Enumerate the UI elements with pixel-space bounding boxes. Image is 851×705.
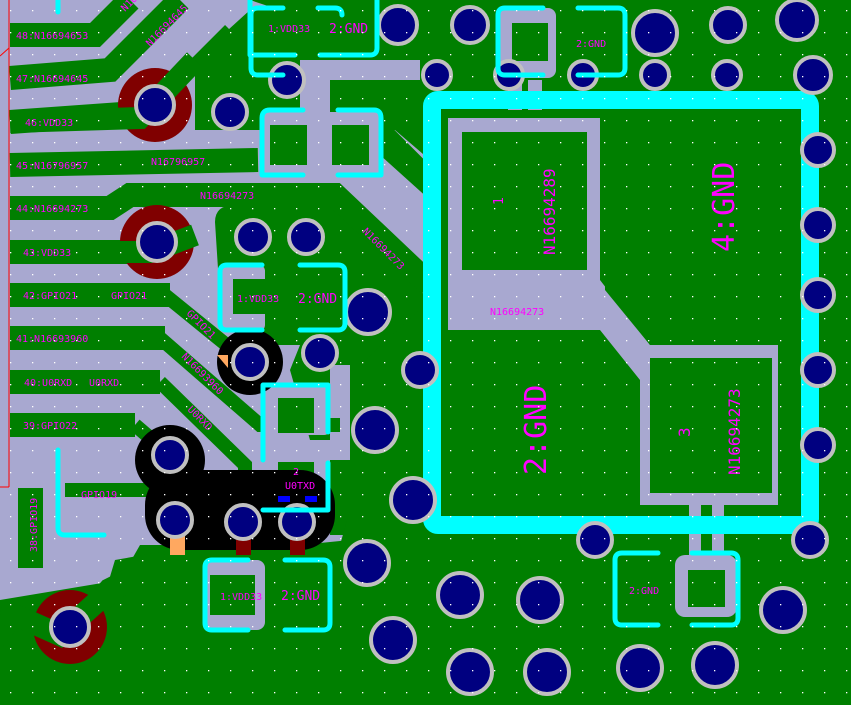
net-label: N16694273 [490,307,544,318]
via[interactable] [136,221,178,263]
pin-43-label: 43:VDD33 [23,248,71,259]
via[interactable] [450,5,490,45]
via[interactable] [156,501,194,539]
via[interactable] [791,521,829,559]
via[interactable] [49,606,91,648]
via[interactable] [224,503,262,541]
pad1-number: 1 [492,197,507,205]
pin-48-label: 48:N16694653 [16,31,88,42]
via[interactable] [134,84,176,126]
pad-label: 2:GND [329,22,368,37]
pin-46-label: 46:VDD33 [25,118,73,129]
via[interactable] [389,476,437,524]
pad-label: 1:VDD33 [220,592,262,603]
pad-label: 2:GND [576,39,606,50]
pin-38-label: 38:GPIO19 [29,498,40,552]
via[interactable] [446,648,494,696]
net-label: N16694273 [200,191,254,202]
pin-44-label: 44:N16694273 [16,204,88,215]
pad-label: 2 [293,467,299,478]
via[interactable] [800,427,836,463]
pad2-label: 2:GND [519,385,554,475]
via[interactable] [151,436,189,474]
via[interactable] [401,351,439,389]
via[interactable] [516,576,564,624]
via[interactable] [800,277,836,313]
pad-label: 1:VDD33 [268,24,310,35]
via[interactable] [793,55,833,95]
pad-label: 1:VDD33 [237,294,279,305]
pad-label: 2:GND [281,589,320,604]
via[interactable] [343,539,391,587]
via[interactable] [287,218,325,256]
via[interactable] [351,406,399,454]
pin-42-label: 42:GPIO21 [23,291,77,302]
via[interactable] [369,616,417,664]
via[interactable] [234,218,272,256]
via[interactable] [800,132,836,168]
pin-40-label: 40:U0RXD [24,378,72,389]
via[interactable] [576,521,614,559]
via[interactable] [421,59,453,91]
net-label: N16796957 [151,157,205,168]
via[interactable] [775,0,819,42]
pin-45-label: 45:N16796957 [16,161,88,172]
pad-1[interactable] [462,132,587,270]
pin-39-label: 39:GPIO22 [23,421,77,432]
via[interactable] [523,648,571,696]
via[interactable] [709,6,747,44]
pad-label: U0TXD [285,481,315,492]
via[interactable] [301,334,339,372]
net-label: U0RXD [89,378,119,389]
via[interactable] [616,644,664,692]
via[interactable] [344,288,392,336]
power-component[interactable]: 1 N16694289 4:GND 2:GND 3 N16694273 [423,80,819,565]
via[interactable] [631,9,679,57]
via[interactable] [231,343,269,381]
via[interactable] [711,59,743,91]
via[interactable] [436,571,484,619]
pad-label: 2:GND [629,586,659,597]
pad-3[interactable] [650,358,772,493]
net-label: GPIO19 [81,490,117,501]
pad3-number: 3 [675,427,694,437]
via[interactable] [639,59,671,91]
via[interactable] [268,61,306,99]
via[interactable] [377,4,419,46]
via[interactable] [759,586,807,634]
pad4-label: 4:GND [707,162,742,252]
via[interactable] [800,352,836,388]
pad1-net: N16694289 [540,168,559,255]
pad3-net: N16694273 [725,388,744,475]
via[interactable] [211,93,249,131]
via[interactable] [691,641,739,689]
net-label: GPIO21 [111,291,147,302]
pin-41-label: 41:N16693960 [16,334,88,345]
pad-label: 2:GND [298,292,337,307]
via[interactable] [800,207,836,243]
pin-47-label: 47:N16694645 [16,74,88,85]
